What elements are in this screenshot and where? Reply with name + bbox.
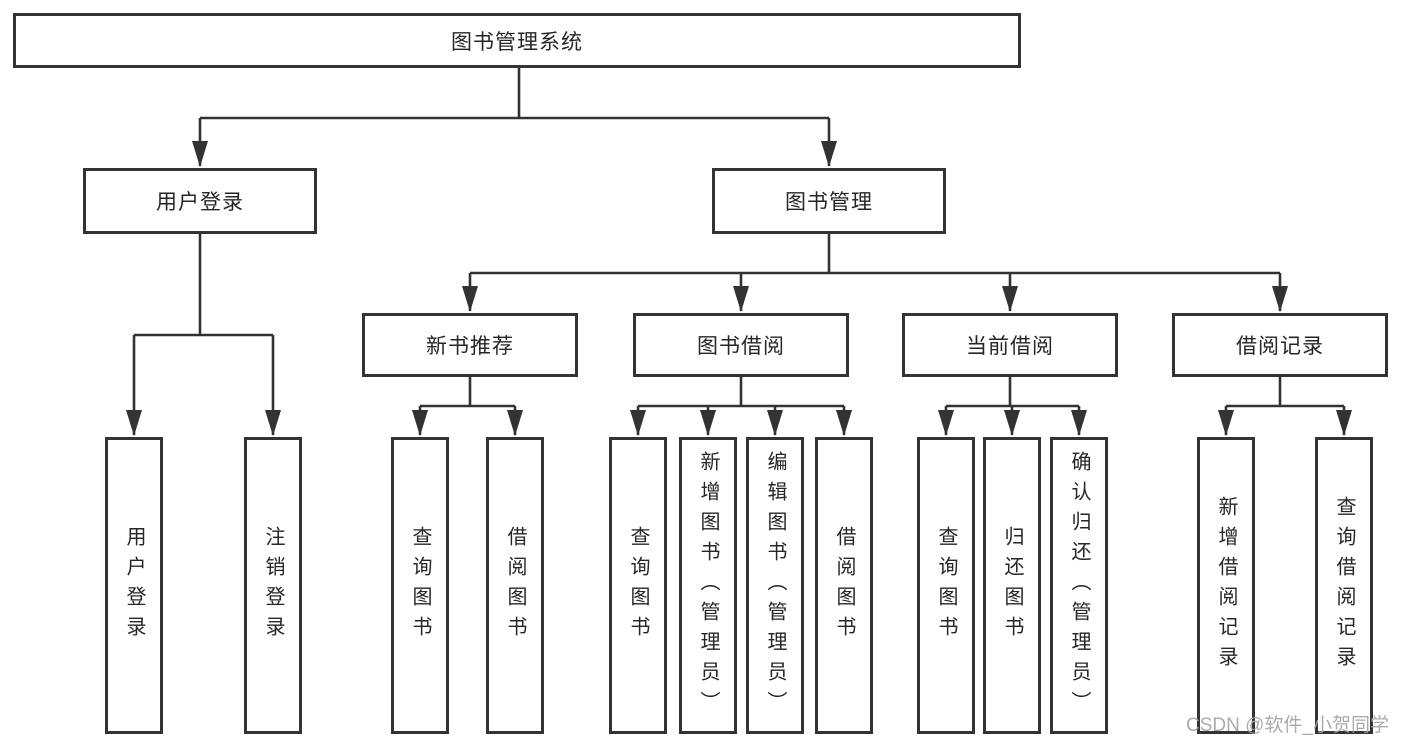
node-user-login-group: 用户登录	[83, 168, 317, 234]
node-label: 用户登录	[156, 191, 244, 214]
node-root-library-system: 图书管理系统	[13, 13, 1021, 68]
node-label: 归还图书	[1001, 525, 1023, 646]
leaf-user-login: 用户登录	[105, 437, 163, 734]
leaf-return-books: 归还图书	[983, 437, 1041, 734]
node-label: 查询图书	[409, 525, 431, 646]
leaf-query-borrow-record: 查询借阅记录	[1315, 437, 1373, 734]
node-label: 图书管理	[785, 191, 873, 214]
node-label: 用户登录	[123, 525, 145, 646]
node-current-borrow: 当前借阅	[902, 313, 1118, 377]
node-label: 图书管理系统	[451, 30, 583, 54]
node-label: 借阅图书	[504, 525, 526, 646]
leaf-borrow-books-recommend: 借阅图书	[486, 437, 544, 734]
node-label: 注销登录	[262, 525, 284, 646]
leaf-borrow-books: 借阅图书	[815, 437, 873, 734]
node-label: 借阅记录	[1236, 335, 1324, 358]
leaf-query-books-recommend: 查询图书	[391, 437, 449, 734]
node-label: 查询图书	[627, 525, 649, 646]
node-book-management: 图书管理	[712, 168, 946, 234]
node-label: 当前借阅	[966, 335, 1054, 358]
node-label: 确认归还（管理员）	[1068, 450, 1090, 721]
leaf-query-books-borrow: 查询图书	[609, 437, 667, 734]
csdn-watermark: CSDN @软件_小贺同学	[1186, 715, 1389, 736]
node-book-borrow: 图书借阅	[633, 313, 849, 377]
node-label: 借阅图书	[833, 525, 855, 646]
leaf-add-borrow-record: 新增借阅记录	[1197, 437, 1255, 734]
node-label: 编辑图书（管理员）	[764, 450, 786, 721]
node-label: 查询图书	[935, 525, 957, 646]
node-borrow-record: 借阅记录	[1172, 313, 1388, 377]
leaf-query-books-current: 查询图书	[917, 437, 975, 734]
node-label: 图书借阅	[697, 335, 785, 358]
leaf-add-books-admin: 新增图书（管理员）	[679, 437, 737, 734]
leaf-confirm-return-admin: 确认归还（管理员）	[1050, 437, 1108, 734]
node-label: 新书推荐	[426, 335, 514, 358]
leaf-edit-books-admin: 编辑图书（管理员）	[746, 437, 804, 734]
leaf-logout: 注销登录	[244, 437, 302, 734]
node-label: 新增借阅记录	[1215, 495, 1237, 676]
node-label: 查询借阅记录	[1333, 495, 1355, 676]
node-new-book-recommend: 新书推荐	[362, 313, 578, 377]
node-label: 新增图书（管理员）	[697, 450, 719, 721]
